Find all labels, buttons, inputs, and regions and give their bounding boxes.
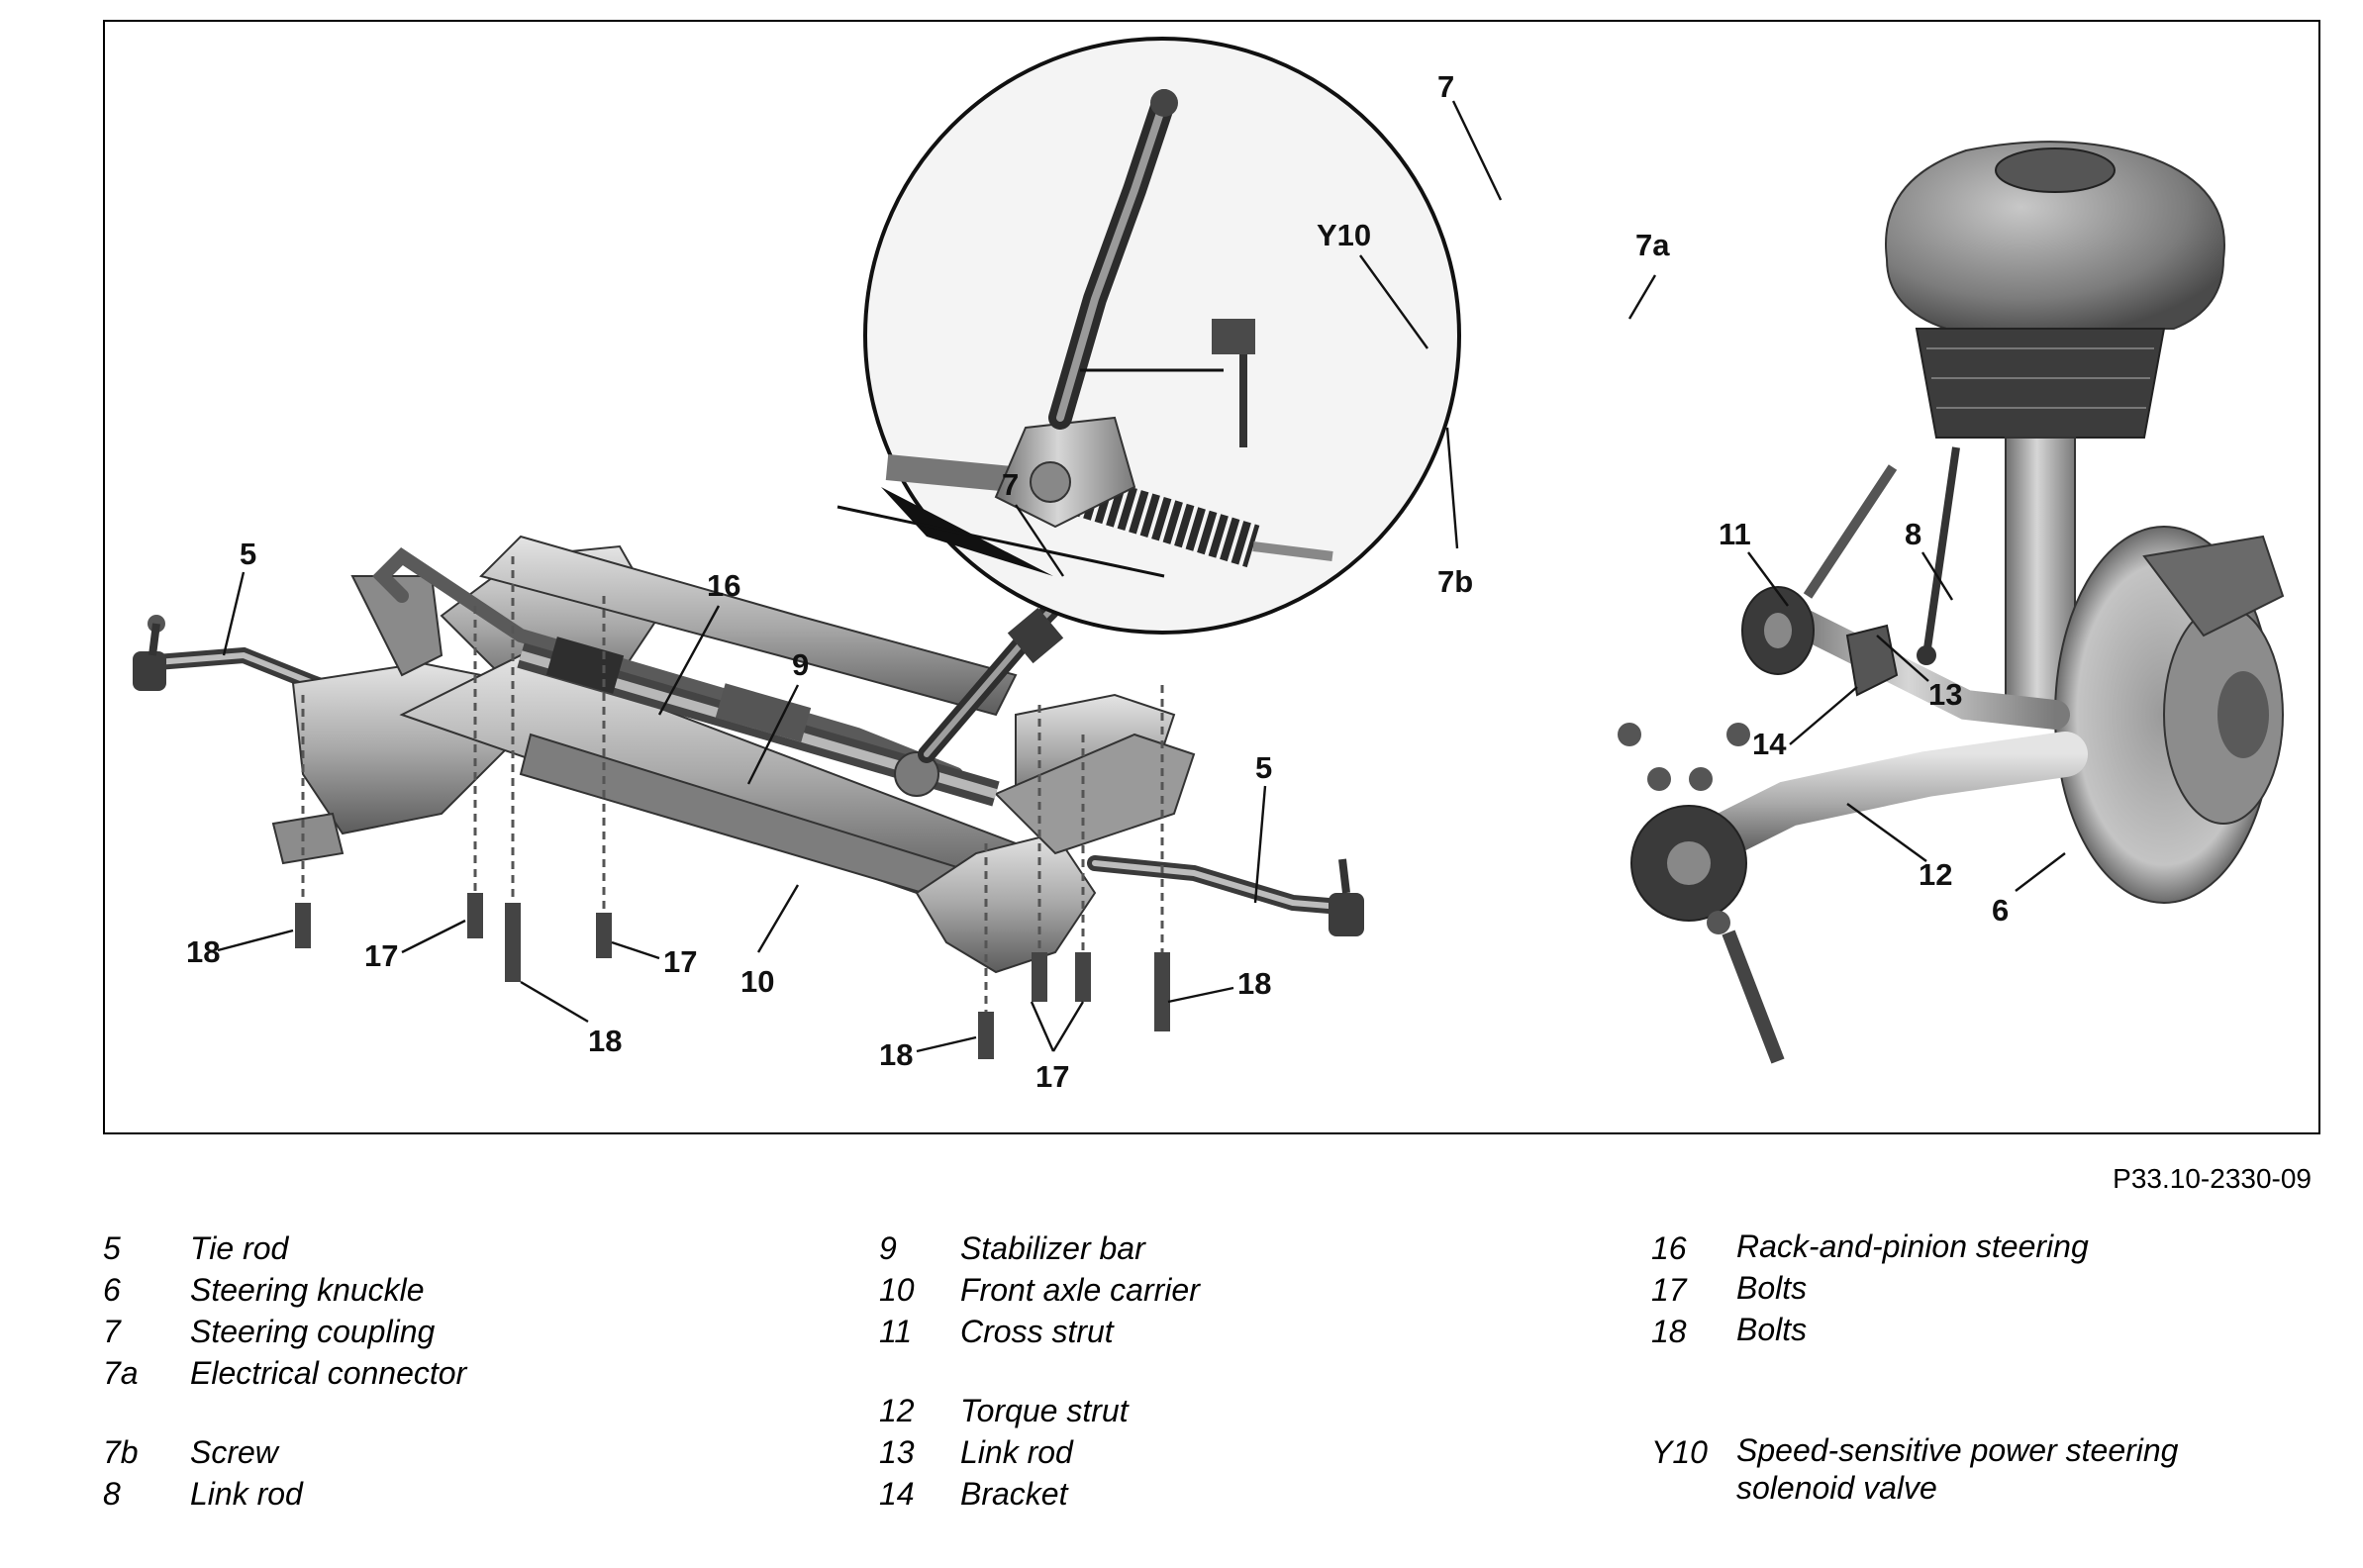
legend-desc: Rack-and-pinion steering [1736,1228,2089,1264]
stabilizer-bar [372,546,963,781]
legend-item: 11 Cross strut [879,1311,1200,1352]
callout-18-d: 18 [1237,966,1271,1001]
callout-16: 16 [707,568,740,603]
legend-item: 13 Link rod [879,1431,1200,1473]
legend-item: 18 Bolts [1651,1311,2251,1352]
legend-desc: Tie rod [190,1230,289,1266]
front-axle-carrier [271,535,1196,974]
legend-num: Y10 [1651,1434,1708,1470]
callout-17-a: 17 [364,938,398,973]
callout-7: 7 [1002,467,1019,502]
legend-item: Y10 Speed-sensitive power steering soleno… [1651,1431,2251,1507]
legend-desc: Link rod [960,1434,1073,1470]
callout-18-b: 18 [588,1024,622,1058]
legend-item: 12 Torque strut [879,1390,1200,1431]
legend-num: 7b [103,1434,139,1470]
legend-item: 7 Steering coupling [103,1311,466,1352]
legend-item: 9 Stabilizer bar [879,1227,1200,1269]
legend-num: 13 [879,1434,915,1470]
legend-desc: Torque strut [960,1393,1129,1428]
link-rod [1917,446,1960,665]
figure-id: P33.10-2330-09 [2113,1163,2312,1194]
callout-17-b: 17 [663,944,697,979]
strut-assembly [1618,141,2285,1064]
callout-5-left: 5 [240,537,256,571]
diagram-frame: 5 16 9 7 5 10 18 17 18 17 18 17 18 7 Y10… [103,20,2320,1134]
legend-num: 5 [103,1230,121,1266]
legend-item: 7b Screw [103,1431,466,1473]
legend-num: 11 [879,1314,913,1349]
legend-num: 7 [103,1314,121,1349]
front-axle-assembly [133,487,1364,1059]
legend-item: 7a Electrical connector [103,1352,466,1394]
legend-item: 10 Front axle carrier [879,1269,1200,1311]
callout-14: 14 [1752,727,1787,761]
legend-desc: Cross strut [960,1314,1114,1349]
tie-rod-right [1087,855,1364,936]
legend-num: 14 [879,1476,915,1512]
legend-num: 18 [1651,1314,1687,1349]
detail-callout-7b: 7b [1437,564,1473,599]
detail-electrical-connector [1080,319,1255,447]
legend-desc: Electrical connector [190,1355,467,1391]
detail-callout-7: 7 [1437,69,1454,104]
legend-desc: Link rod [190,1476,303,1512]
callout-10: 10 [740,964,774,999]
legend-desc: Screw [190,1434,278,1470]
legend-column-a: 5 Tie rod 6 Steering knuckle 7 Steering cou… [103,1227,466,1515]
bracket [1845,624,1899,697]
callout-18-c: 18 [879,1037,913,1072]
bushings-nuts [1618,723,1750,934]
legend-item: 8 Link rod [103,1473,466,1515]
brake-disc-knuckle [2054,526,2285,904]
callout-17-c: 17 [1035,1059,1069,1094]
legend-desc: Front axle carrier [960,1272,1200,1308]
callout-6: 6 [1992,893,2009,928]
legend-desc: Bolts [1736,1312,1808,1347]
legend-item: 14 Bracket [879,1473,1200,1515]
detail-callout-7a: 7a [1635,228,1670,262]
detail-steering-coupling [1048,89,1178,430]
cross-strut [1741,464,2070,730]
legend-num: 10 [879,1272,915,1308]
air-spring [1885,141,2225,439]
legend-item: 6 Steering knuckle [103,1269,466,1311]
legend-desc: Steering coupling [190,1314,436,1349]
detail-callout-y10: Y10 [1317,218,1371,252]
legend-desc: Stabilizer bar [960,1230,1145,1266]
callout-8: 8 [1905,517,1921,551]
legend-num: 17 [1651,1272,1687,1308]
legend-desc: Steering knuckle [190,1272,425,1308]
callout-5-right: 5 [1255,750,1272,785]
callout-labels: 5 16 9 7 5 10 18 17 18 17 18 17 18 7 Y10… [186,69,2009,1094]
legend-num: 7a [103,1355,139,1391]
leader-lines [217,100,2066,1053]
legend-desc: Bracket [960,1476,1068,1512]
legend-desc: Bolts [1736,1270,1808,1306]
legend-desc: Speed-sensitive power steering solenoid … [1736,1432,2179,1506]
legend-num: 12 [879,1393,915,1428]
legend-item: 17 Bolts [1651,1269,2251,1311]
callout-12: 12 [1919,857,1952,892]
legend-num: 9 [879,1230,897,1266]
legend-item: 16 Rack-and-pinion steering [1651,1227,2251,1269]
detail-steering-rack [885,416,1333,568]
legend-num: 16 [1651,1230,1687,1266]
detail-magnifier [837,37,1461,635]
torque-strut [1630,732,2088,1064]
callout-13: 13 [1928,677,1962,712]
callout-9: 9 [792,647,809,682]
callout-18-a: 18 [186,934,220,969]
mounting-bolts [295,556,1170,1059]
callout-11: 11 [1719,517,1751,551]
legend-column-b: 9 Stabilizer bar 10 Front axle carrier 11 C… [879,1227,1200,1515]
legend-item: 5 Tie rod [103,1227,466,1269]
legend-num: 8 [103,1476,121,1512]
legend-num: 6 [103,1272,121,1308]
suspension-illustration: 5 16 9 7 5 10 18 17 18 17 18 17 18 7 Y10… [133,37,2285,1094]
